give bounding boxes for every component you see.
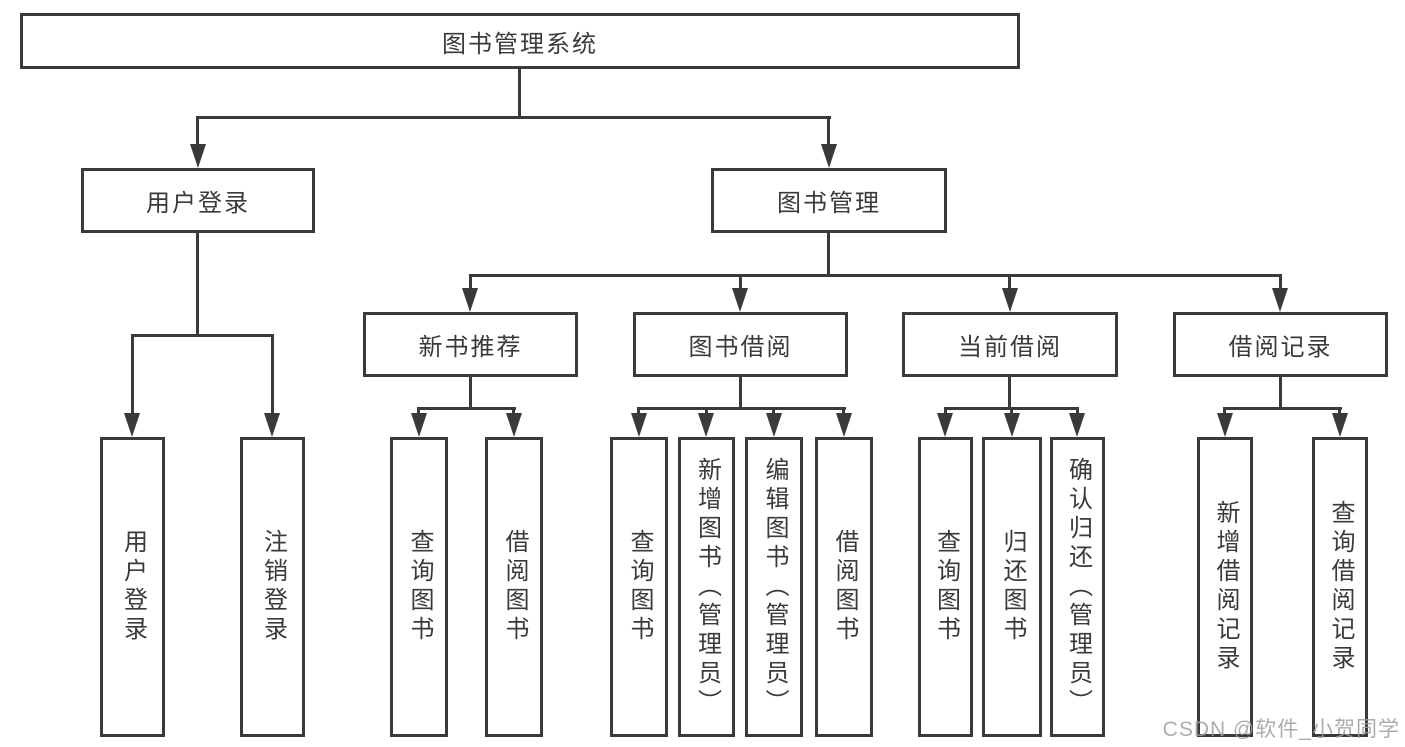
connector-borrow-drop-2 [705, 407, 708, 417]
leaf-borrow-query-books: 查询图书 [610, 437, 668, 737]
arrow-down-icon [264, 413, 280, 437]
connector-newbook-stem [469, 377, 472, 409]
arrow-down-icon [1002, 288, 1018, 312]
arrow-down-icon [190, 144, 206, 168]
arrow-down-icon [124, 413, 140, 437]
connector-bookmgmt-drop-1 [469, 274, 472, 290]
connector-root-branch [196, 116, 831, 119]
arrow-down-icon [411, 413, 427, 437]
leaf-user-login: 用户登录 [100, 437, 165, 737]
leaf-current-return-books: 归还图书 [982, 437, 1042, 737]
csdn-watermark: CSDN @软件_小贺同学 [1162, 718, 1400, 741]
connector-bookmgmt-drop-3 [1008, 274, 1011, 290]
connector-current-stem [1008, 377, 1011, 409]
connector-borrow-drop-3 [772, 407, 775, 417]
connector-userlogin-drop-2 [271, 334, 274, 415]
leaf-logout: 注销登录 [240, 437, 305, 737]
connector-borrow-drop-1 [637, 407, 640, 417]
node-current-borrowing: 当前借阅 [902, 312, 1118, 377]
connector-borrow-branch [637, 407, 846, 410]
connector-root-drop-left [196, 116, 199, 146]
node-library-system: 图书管理系统 [20, 13, 1020, 69]
connector-userlogin-stem [196, 233, 199, 336]
arrow-down-icon [1272, 288, 1288, 312]
arrow-down-icon [937, 413, 953, 437]
arrow-down-icon [698, 413, 714, 437]
leaf-newbook-borrow-books: 借阅图书 [485, 437, 543, 737]
leaf-borrow-add-books-admin: 新增图书（管理员） [678, 437, 735, 737]
connector-borrow-drop-4 [842, 407, 845, 417]
connector-userlogin-drop-1 [131, 334, 134, 415]
connector-current-drop-2 [1010, 407, 1013, 417]
connector-records-branch [1223, 407, 1342, 410]
leaf-records-query-record: 查询借阅记录 [1312, 437, 1368, 737]
connector-records-drop-1 [1223, 407, 1226, 417]
arrow-down-icon [1069, 413, 1085, 437]
leaf-current-query-books: 查询图书 [918, 437, 973, 737]
leaf-records-add-record: 新增借阅记录 [1197, 437, 1253, 737]
node-user-login: 用户登录 [81, 168, 315, 233]
connector-userlogin-branch [131, 334, 274, 337]
leaf-borrow-borrow-books: 借阅图书 [815, 437, 873, 737]
connector-root-stem [518, 68, 521, 116]
leaf-newbook-query-books: 查询图书 [390, 437, 448, 737]
arrow-down-icon [1332, 413, 1348, 437]
connector-records-drop-2 [1338, 407, 1341, 417]
connector-current-drop-3 [1076, 407, 1079, 417]
arrow-down-icon [631, 413, 647, 437]
arrow-down-icon [836, 413, 852, 437]
connector-borrow-stem [739, 377, 742, 409]
arrow-down-icon [1217, 413, 1233, 437]
connector-current-drop-1 [944, 407, 947, 417]
connector-bookmgmt-branch [469, 274, 1282, 277]
connector-bookmgmt-drop-2 [739, 274, 742, 290]
node-new-book-recommendation: 新书推荐 [363, 312, 578, 377]
arrow-down-icon [821, 144, 837, 168]
arrow-down-icon [766, 413, 782, 437]
connector-newbook-branch [417, 407, 516, 410]
connector-root-drop-right [827, 116, 830, 146]
connector-bookmgmt-drop-4 [1279, 274, 1282, 290]
arrow-down-icon [506, 413, 522, 437]
arrow-down-icon [732, 288, 748, 312]
connector-newbook-drop-1 [417, 407, 420, 417]
leaf-current-confirm-return-admin: 确认归还（管理员） [1050, 437, 1105, 737]
leaf-borrow-edit-books-admin: 编辑图书（管理员） [745, 437, 803, 737]
connector-bookmgmt-stem [827, 233, 830, 276]
node-book-borrowing: 图书借阅 [633, 312, 848, 377]
connector-records-stem [1279, 377, 1282, 409]
node-book-management: 图书管理 [711, 168, 947, 233]
arrow-down-icon [1004, 413, 1020, 437]
connector-newbook-drop-2 [512, 407, 515, 417]
arrow-down-icon [462, 288, 478, 312]
node-borrowing-records: 借阅记录 [1173, 312, 1388, 377]
